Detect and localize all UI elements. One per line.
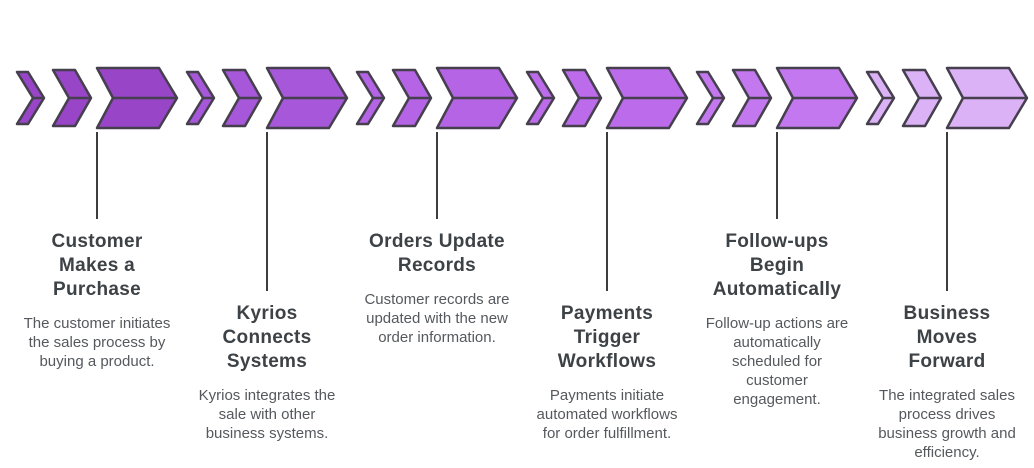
step-title: Kyrios Connects Systems (222, 303, 312, 372)
step-column: Kyrios Connects Systems Kyrios integrate… (181, 66, 353, 443)
step-title: Payments Trigger Workflows (557, 303, 657, 372)
step-description: The customer initiates the sales process… (23, 315, 171, 370)
chevron-arrow-icon (695, 66, 859, 130)
chevron-arrow-icon (865, 66, 1029, 130)
connector-line (776, 132, 778, 219)
connector-line (266, 132, 268, 291)
step-column: Customer Makes a Purchase The customer i… (11, 66, 183, 371)
chevron-arrow-icon (525, 66, 689, 130)
step-description: Payments initiate automated workflows fo… (536, 387, 678, 442)
step-column: Orders Update Records Customer records a… (351, 66, 523, 347)
chevron-arrow-icon (15, 66, 179, 130)
connector-line (436, 132, 438, 219)
step-title: Orders Update Records (369, 231, 505, 276)
chevron-arrow-icon (185, 66, 349, 130)
step-description: Kyrios integrates the sale with other bu… (198, 387, 336, 442)
connector-line (946, 132, 948, 291)
step-column: Business Moves Forward The integrated sa… (861, 66, 1033, 462)
step-column: Follow-ups Begin Automatically Follow-up… (691, 66, 863, 409)
step-title: Follow-ups Begin Automatically (712, 231, 842, 300)
step-description: Follow-up actions are automatically sche… (705, 315, 849, 408)
step-description: Customer records are updated with the ne… (364, 291, 510, 346)
chevron-arrow-icon (355, 66, 519, 130)
step-description: The integrated sales process drives busi… (878, 387, 1016, 461)
step-title: Business Moves Forward (903, 303, 991, 372)
connector-line (96, 132, 98, 219)
step-title: Customer Makes a Purchase (51, 231, 143, 300)
connector-line (606, 132, 608, 291)
step-column: Payments Trigger Workflows Payments init… (521, 66, 693, 443)
